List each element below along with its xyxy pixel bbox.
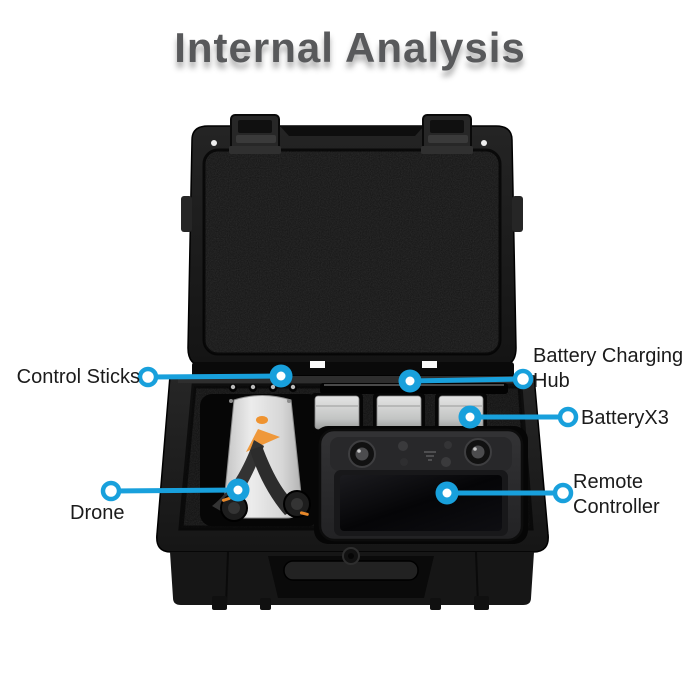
battery-x3-label: BatteryX3 xyxy=(581,407,669,429)
drone-orange-marking xyxy=(256,416,268,424)
callout-remote-controller xyxy=(435,481,574,505)
callouts xyxy=(100,364,579,505)
battery-2 xyxy=(373,393,425,433)
page-title: Internal Analysis xyxy=(174,24,526,71)
latch-right xyxy=(421,114,473,154)
controller-joystick-left xyxy=(348,440,376,468)
callout-drone xyxy=(100,478,250,502)
case-lid xyxy=(181,114,523,378)
tray-rim-highlight xyxy=(178,376,534,383)
remote-controller xyxy=(318,428,524,542)
callout-battery-charging-hub xyxy=(398,368,534,393)
drone-motor-right xyxy=(283,490,311,518)
case-front-face xyxy=(170,547,534,610)
controller-joystick-right xyxy=(464,438,492,466)
control-stick-tips xyxy=(229,384,297,392)
battery-charging-hub-label: Battery Charging Hub xyxy=(533,345,684,392)
control-sticks-label: Control Sticks xyxy=(16,366,140,388)
callout-battery-x3 xyxy=(458,405,579,429)
lid-side-clip-left xyxy=(181,196,192,232)
controller-screen xyxy=(334,470,508,536)
latch-left xyxy=(229,114,281,154)
case-bottom xyxy=(156,375,549,610)
drone-label: Drone xyxy=(70,502,125,524)
controller-buttons xyxy=(398,441,452,467)
battery-1 xyxy=(311,393,363,433)
lid-screw-hole-left xyxy=(211,140,217,146)
lid-side-clip-right xyxy=(512,196,523,232)
lid-foam xyxy=(202,148,502,356)
callout-control-sticks xyxy=(137,364,293,388)
remote-controller-label: Remote Controller xyxy=(573,471,660,518)
case-feet xyxy=(212,596,489,610)
case-handle xyxy=(268,547,434,598)
lid-screw-hole-right xyxy=(481,140,487,146)
